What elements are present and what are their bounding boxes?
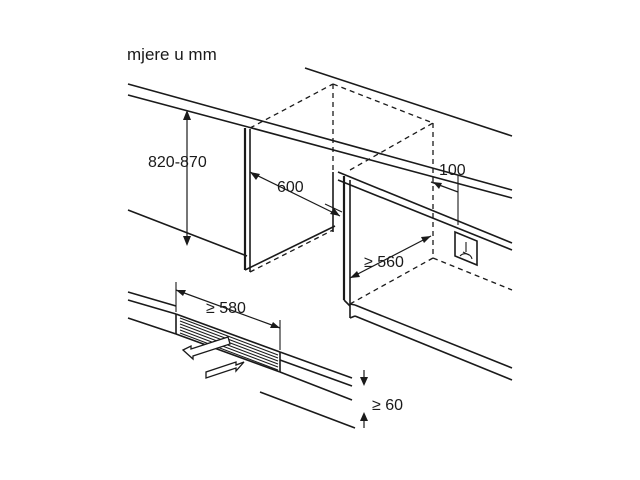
vent-gap-dimension: ≥ 60 [360,370,403,428]
offset-label: 100 [439,162,466,179]
power-socket-icon [454,230,478,267]
right-cabinet [332,172,513,381]
airflow-arrows-icon [181,336,245,379]
countertop [127,67,513,251]
depth-dimension: 600 [249,171,343,217]
height-dimension: 820-870 [148,110,207,246]
vent-width-dimension: ≥ 580 [175,282,281,350]
depth-label: 600 [277,179,304,196]
vent-gap-label: ≥ 60 [372,397,403,414]
min-depth-dimension: ≥ 560 [349,235,432,279]
height-label: 820-870 [148,154,207,171]
units-label: mjere u mm [127,45,217,64]
min-depth-label: ≥ 560 [364,254,404,271]
niche-outline [249,83,513,305]
vent-width-label: ≥ 580 [206,300,246,317]
left-cabinet [127,128,336,272]
offset-dimension: 100 [430,162,466,225]
